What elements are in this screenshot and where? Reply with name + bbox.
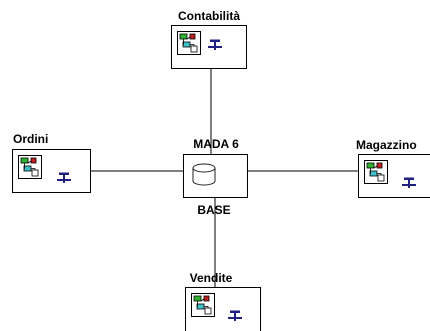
- module-box-ordini[interactable]: [12, 149, 91, 193]
- module-label-ordini: Ordini: [13, 132, 49, 146]
- module-box-contabilita[interactable]: [171, 25, 247, 69]
- application-window-icon: [177, 31, 201, 55]
- database-cylinder-icon: [192, 163, 216, 186]
- network-connector-icon: [228, 310, 242, 321]
- center-subtitle: BASE: [197, 203, 231, 217]
- module-box-magazzino[interactable]: [358, 154, 430, 198]
- application-window-icon: [191, 293, 215, 317]
- application-window-icon: [18, 155, 42, 179]
- module-box-vendite[interactable]: [185, 287, 261, 331]
- center-title: MADA 6: [193, 137, 239, 151]
- module-label-vendite: Vendite: [189, 271, 233, 285]
- network-connector-icon: [57, 172, 71, 183]
- module-label-magazzino: Magazzino: [356, 138, 417, 152]
- application-window-icon: [364, 160, 388, 184]
- network-connector-icon: [402, 177, 416, 188]
- center-base-box[interactable]: [183, 154, 248, 198]
- module-label-contabilita: Contabilità: [178, 9, 240, 23]
- network-connector-icon: [208, 39, 222, 50]
